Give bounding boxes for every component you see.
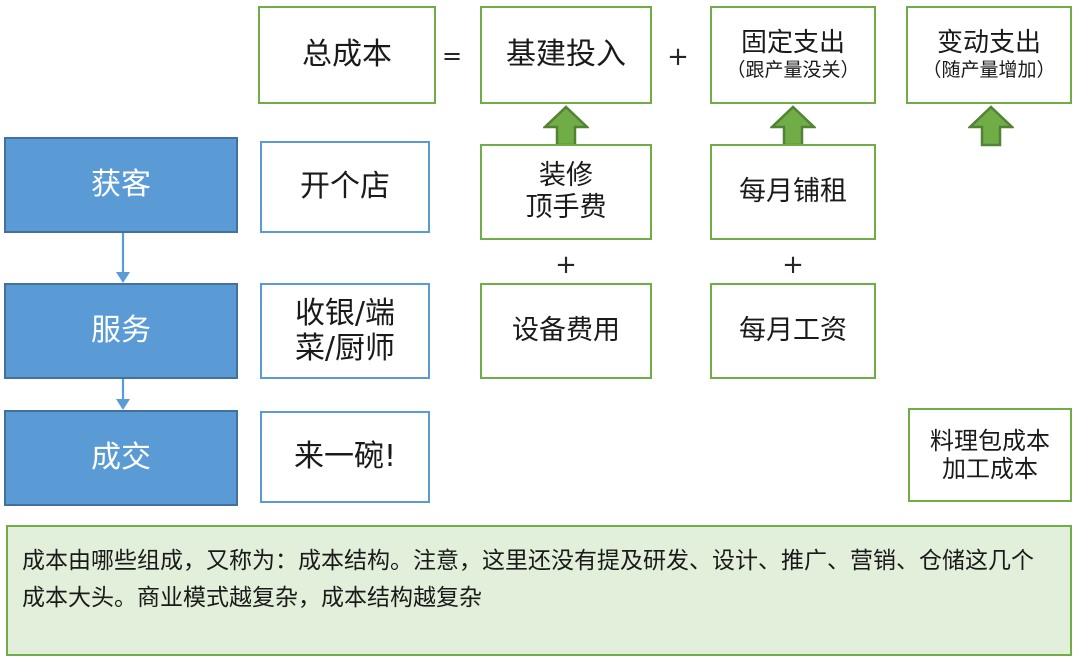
capex-item-renovation-line1: 装修 <box>539 160 593 192</box>
funnel-detail-service[interactable]: 收银/端 菜/厨师 <box>260 283 430 379</box>
operator-equals: = <box>441 42 463 70</box>
funnel-stage-acquisition[interactable]: 获客 <box>4 137 238 233</box>
funnel-detail-service-line2: 菜/厨师 <box>294 331 396 366</box>
box-variable-cost-title: 变动支出 <box>936 28 1041 59</box>
fixed-item-rent[interactable]: 每月铺租 <box>710 144 876 240</box>
caption-note-text: 成本由哪些组成，又称为：成本结构。注意，这里还没有提及研发、设计、推广、营销、仓… <box>22 548 1034 612</box>
funnel-detail-acquisition[interactable]: 开个店 <box>260 141 430 233</box>
arrow-up-fixed <box>770 105 816 147</box>
arrow-up-capex <box>543 105 589 147</box>
capex-item-renovation[interactable]: 装修 顶手费 <box>480 144 652 240</box>
capex-item-equipment[interactable]: 设备费用 <box>480 283 652 379</box>
operator-plus-capex: + <box>555 250 577 280</box>
box-total-cost[interactable]: 总成本 <box>258 6 436 104</box>
funnel-stage-transaction[interactable]: 成交 <box>4 410 238 506</box>
box-fixed-cost[interactable]: 固定支出 （跟产量没关） <box>710 6 876 104</box>
operator-plus-top: + <box>667 42 689 72</box>
box-fixed-cost-note: （跟产量没关） <box>726 59 860 82</box>
box-variable-cost-note: （随产量增加） <box>922 59 1056 82</box>
variable-item-ingredients-line2: 加工成本 <box>942 455 1038 483</box>
capex-item-equipment-label: 设备费用 <box>512 315 620 347</box>
box-capex-label: 基建投入 <box>506 37 626 73</box>
fixed-item-salary-label: 每月工资 <box>739 315 847 347</box>
funnel-stage-acquisition-label: 获客 <box>91 167 151 203</box>
funnel-detail-acquisition-label: 开个店 <box>300 169 390 205</box>
caption-note: 成本由哪些组成，又称为：成本结构。注意，这里还没有提及研发、设计、推广、营销、仓… <box>6 525 1072 656</box>
connector-service-to-transaction <box>116 379 130 410</box>
connector-acquisition-to-service <box>116 233 130 283</box>
box-capex[interactable]: 基建投入 <box>480 6 652 104</box>
box-total-cost-label: 总成本 <box>302 37 392 73</box>
box-variable-cost[interactable]: 变动支出 （随产量增加） <box>906 6 1072 104</box>
variable-item-ingredients[interactable]: 料理包成本 加工成本 <box>908 408 1072 502</box>
arrow-up-variable <box>968 105 1014 147</box>
variable-item-ingredients-line1: 料理包成本 <box>930 426 1050 455</box>
fixed-item-salary[interactable]: 每月工资 <box>710 283 876 379</box>
funnel-stage-service[interactable]: 服务 <box>4 283 238 379</box>
capex-item-renovation-line2: 顶手费 <box>525 192 607 223</box>
box-fixed-cost-title: 固定支出 <box>740 28 845 59</box>
fixed-item-rent-label: 每月铺租 <box>739 176 847 208</box>
funnel-detail-service-line1: 收银/端 <box>294 295 396 331</box>
funnel-stage-transaction-label: 成交 <box>91 440 151 476</box>
funnel-stage-service-label: 服务 <box>91 313 151 349</box>
funnel-detail-transaction-label: 来一碗! <box>293 439 397 475</box>
operator-plus-fixed: + <box>782 250 804 280</box>
funnel-detail-transaction[interactable]: 来一碗! <box>260 411 430 503</box>
